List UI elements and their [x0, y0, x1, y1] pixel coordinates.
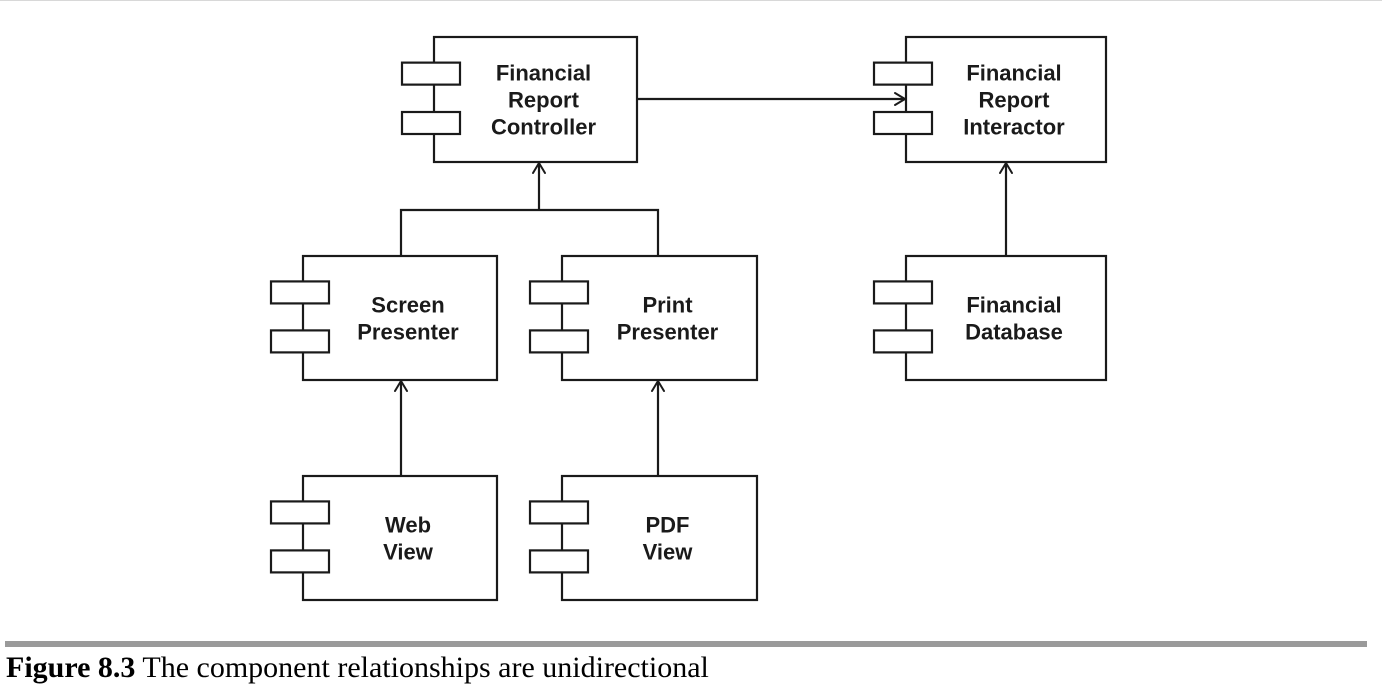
- component-tab-top: [269, 500, 331, 525]
- component-label-line: Financial: [966, 293, 1061, 318]
- figure-number: Figure 8.3: [6, 651, 136, 684]
- figure-caption: Figure 8.3 The component relationships a…: [6, 648, 709, 688]
- component-tab-bottom: [528, 549, 590, 574]
- component-tab-top: [528, 500, 590, 525]
- component-label-line: Presenter: [357, 320, 459, 345]
- component-box: [301, 474, 499, 602]
- component-box: [560, 474, 759, 602]
- component-tab-top: [872, 280, 934, 305]
- component-tab-top: [269, 280, 331, 305]
- top-rule: [0, 0, 1382, 1]
- component-tab-bottom: [528, 329, 590, 354]
- component-label-line: Report: [979, 88, 1051, 113]
- component-label-line: Financial: [496, 61, 591, 86]
- component-diagram: FinancialReportControllerFinancialReport…: [269, 35, 1108, 602]
- component-label-line: Financial: [966, 61, 1061, 86]
- component-box: [432, 35, 639, 164]
- component-tab-bottom: [872, 110, 934, 136]
- component-tab-top: [872, 61, 934, 86]
- component-tab-top: [400, 61, 462, 86]
- caption-rule: [5, 641, 1367, 647]
- component-tab-bottom: [269, 549, 331, 574]
- component-label-line: View: [643, 540, 694, 565]
- component-box: [301, 254, 499, 382]
- component-tab-bottom: [269, 329, 331, 354]
- component-tab-bottom: [872, 329, 934, 354]
- relationship-layer: [394, 92, 1013, 476]
- component-label-line: PDF: [646, 513, 690, 538]
- component-layer: FinancialReportControllerFinancialReport…: [269, 35, 1108, 602]
- relation-presenters-bracket: [399, 208, 660, 256]
- component-tab-bottom: [400, 110, 462, 136]
- component-label-line: Interactor: [963, 115, 1065, 140]
- component-label-line: View: [383, 540, 434, 565]
- component-box: [560, 254, 759, 382]
- component-label-line: Web: [385, 513, 431, 538]
- component-label-line: Database: [965, 320, 1063, 345]
- component-box: [904, 35, 1108, 164]
- figure-caption-text: The component relationships are unidirec…: [135, 651, 709, 684]
- component-box: [904, 254, 1108, 382]
- component-label-line: Presenter: [617, 320, 719, 345]
- component-label-line: Controller: [491, 115, 597, 140]
- component-label-line: Screen: [371, 293, 444, 318]
- component-label-line: Report: [508, 88, 580, 113]
- component-tab-top: [528, 280, 590, 305]
- component-label-line: Print: [642, 293, 693, 318]
